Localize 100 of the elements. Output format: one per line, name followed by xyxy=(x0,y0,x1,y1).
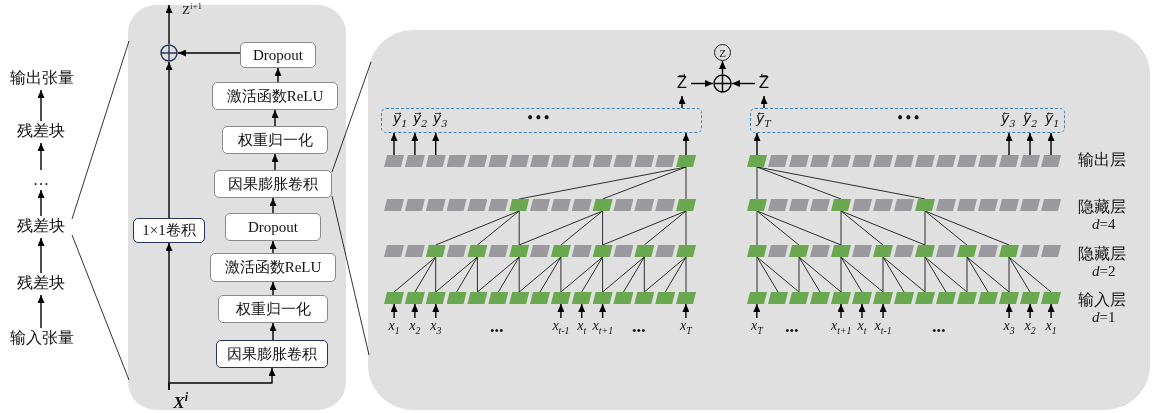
sequence-cell xyxy=(1041,199,1061,211)
connector-line xyxy=(518,210,520,246)
sequence-cell xyxy=(404,199,425,211)
connector-line xyxy=(924,210,1010,246)
panel-background xyxy=(128,5,346,410)
connector-line xyxy=(435,256,478,293)
sequence-cell xyxy=(655,292,676,304)
sequence-cell xyxy=(768,155,788,167)
sequence-cell xyxy=(613,245,634,257)
sequence-cell xyxy=(768,292,788,304)
connector-line xyxy=(1008,256,1010,293)
sequence-cell xyxy=(550,155,571,167)
sequence-cell xyxy=(957,155,977,167)
sequence-cell xyxy=(592,155,613,167)
arrow xyxy=(1047,303,1055,319)
arrow xyxy=(269,240,277,254)
connector-line xyxy=(924,210,968,246)
sequence-cell xyxy=(467,199,488,211)
sequence-cell xyxy=(789,199,809,211)
output-group-box xyxy=(381,108,702,133)
sequence-cell xyxy=(957,199,977,211)
connector-line xyxy=(518,256,520,293)
sequence-cell xyxy=(852,245,872,257)
sequence-cell xyxy=(571,245,592,257)
connector-line xyxy=(477,256,520,293)
sum-circle xyxy=(160,44,178,62)
sequence-cell xyxy=(852,292,872,304)
sequence-cell xyxy=(676,292,697,304)
arrow xyxy=(678,95,686,109)
connector-line xyxy=(643,210,687,246)
ellipsis: ••• xyxy=(785,323,799,339)
connector-line xyxy=(602,210,603,246)
sequence-cell xyxy=(530,292,550,304)
connector-line xyxy=(456,256,478,293)
connector-line xyxy=(1008,256,1052,293)
sequence-cell xyxy=(936,292,956,304)
sequence-cell xyxy=(894,245,914,257)
sequence-cell xyxy=(655,245,676,257)
output-symbol: y⃖$_{1}$ xyxy=(1045,110,1060,130)
connector-line xyxy=(840,210,884,246)
connector-line xyxy=(924,256,968,293)
arrow xyxy=(1047,132,1055,156)
connector-line xyxy=(756,166,842,200)
sequence-cell xyxy=(999,155,1019,167)
arrow xyxy=(432,303,440,319)
sequence-cell xyxy=(530,199,550,211)
sequence-cell xyxy=(467,155,488,167)
sequence-cell xyxy=(509,292,530,304)
output-symbol: Z$^{i+1}$ xyxy=(174,1,210,19)
sequence-cell xyxy=(831,199,851,211)
layer-label: 隐藏层 xyxy=(1078,197,1126,217)
connector-line xyxy=(966,256,1010,293)
sequence-cell xyxy=(894,199,914,211)
stage-label: 残差块 xyxy=(10,121,72,143)
sequence-cell xyxy=(831,245,851,257)
sequence-cell xyxy=(676,199,697,211)
sequence-cell xyxy=(613,292,634,304)
arrow xyxy=(1026,303,1034,319)
arrow xyxy=(165,61,173,219)
sequence-cell xyxy=(810,245,830,257)
sequence-cell xyxy=(999,292,1019,304)
connector-line xyxy=(581,256,603,293)
connector-line xyxy=(623,256,645,293)
connector-line xyxy=(840,256,863,293)
connector-line xyxy=(602,256,603,293)
sequence-cell xyxy=(571,155,592,167)
sequence-cell xyxy=(936,155,956,167)
input-symbol: x$_{T}$ xyxy=(680,318,692,338)
connector-line xyxy=(840,210,842,246)
input-symbol: x$_{T}$ xyxy=(751,318,763,338)
sequence-cell xyxy=(915,155,935,167)
sequence-cell xyxy=(384,155,404,167)
connector-line xyxy=(798,256,821,293)
arrow xyxy=(719,60,726,75)
sequence-cell xyxy=(404,245,425,257)
connector-line xyxy=(756,210,800,246)
input-symbol: x$_{t-1}$ xyxy=(874,318,892,338)
output-group-box xyxy=(750,108,1065,133)
sequence-cell xyxy=(634,155,655,167)
connector-line xyxy=(435,256,437,293)
sequence-cell xyxy=(488,199,509,211)
output-symbol: y⃗$_{3}$ xyxy=(433,110,448,130)
connector-line xyxy=(840,256,884,293)
sequence-cell xyxy=(978,199,998,211)
sequence-cell xyxy=(873,155,893,167)
sequence-cell xyxy=(915,245,935,257)
input-symbol: x$_{t}$ xyxy=(857,318,867,338)
sequence-cell xyxy=(425,199,446,211)
arrow xyxy=(37,189,45,217)
connector-line xyxy=(924,210,926,246)
connector-line xyxy=(539,256,562,293)
connector-line xyxy=(497,256,520,293)
sequence-cell xyxy=(384,292,404,304)
sequence-cell xyxy=(936,199,956,211)
dilation-label: d=1 xyxy=(1092,308,1116,326)
layer-label: 输出层 xyxy=(1078,150,1126,170)
connector-line xyxy=(756,256,800,293)
arrow xyxy=(753,132,761,156)
connector-line xyxy=(435,210,520,246)
sequence-cell xyxy=(1020,155,1040,167)
